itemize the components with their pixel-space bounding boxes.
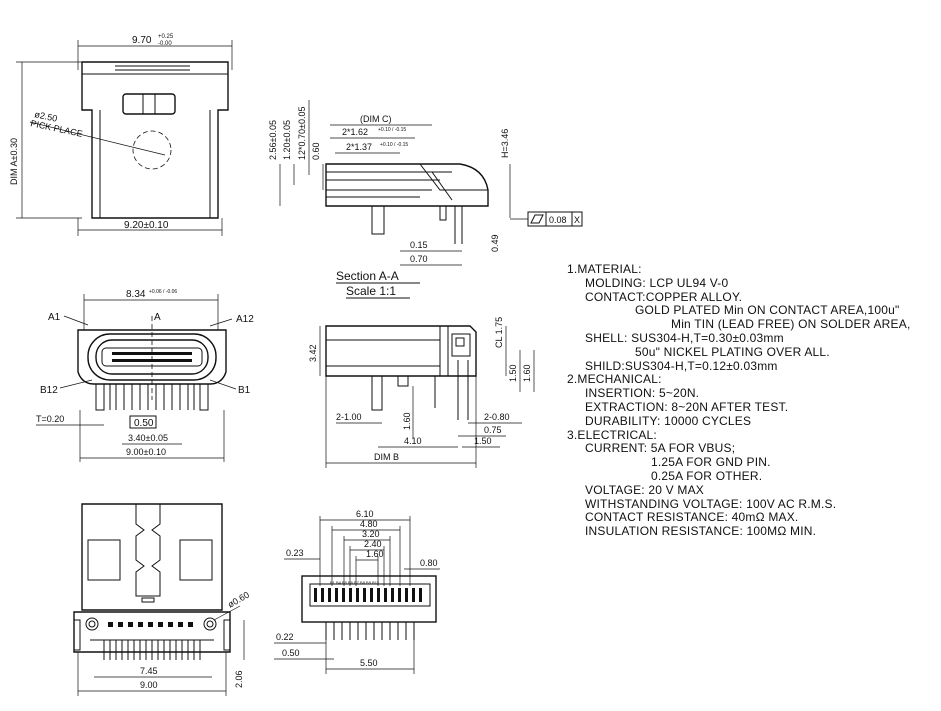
- section-label: Section A-A: [336, 269, 399, 283]
- spec-gnd: 1.25A FOR GND PIN.: [651, 455, 771, 470]
- spec-mech-title: 2.MECHANICAL:: [567, 372, 662, 387]
- top-bottom-dim: 9.20±0.10: [124, 220, 169, 231]
- front-pitch: 3.40±0.05: [128, 433, 168, 443]
- sec-r150: 1.50: [508, 364, 518, 382]
- sec-r280: 2-0.80: [484, 412, 510, 422]
- spec-withstand: WITHSTANDING VOLTAGE: 100V AC R.M.S.: [585, 496, 837, 511]
- sec-d410: 4.10: [404, 436, 422, 446]
- top-view: 9.70 +0.25 -0.00 ø2.50 PICK PLACE DIM A±…: [9, 34, 233, 236]
- sec-m160: 1.60: [402, 412, 412, 430]
- bottom-w900: 9.00: [140, 680, 158, 690]
- bottom-view: ø0.60 7.45 9.00 2.06: [73, 503, 251, 696]
- side-v1: 2.56±0.05: [268, 120, 278, 160]
- top-width-dim: 9.70: [132, 35, 152, 46]
- side-d2-tol: +0.10 / -0.15: [380, 142, 408, 148]
- front-box: 0.50: [134, 418, 154, 429]
- sec-l2: 2-1.00: [336, 412, 362, 422]
- bottom-w745: 7.45: [140, 666, 158, 676]
- spec-voltage: VOLTAGE: 20 V MAX: [585, 482, 704, 497]
- sec-r160: 1.60: [522, 364, 532, 382]
- front-view: 8.34 +0.06 / -0.06 A1 A A12 B12 B1 T=0.2: [36, 289, 254, 462]
- pick-dim: ø2.50: [34, 109, 59, 124]
- top-width-tol-plus: +0.25: [158, 34, 174, 40]
- fp-pins: B1 B4 B5 B6 B7 B8 B9 B12: [330, 580, 380, 585]
- sec-r075: 0.75: [484, 425, 502, 435]
- side-view: (DIM C) 2*1.62 +0.10 / -0.15 2*1.37 +0.1…: [268, 100, 583, 266]
- sec-h342: 3.42: [308, 344, 318, 362]
- fp-d050: 0.50: [282, 648, 300, 658]
- front-t: T=0.20: [36, 414, 64, 424]
- dim-c: (DIM C): [360, 114, 392, 124]
- dim-a: DIM A±0.30: [9, 138, 19, 185]
- spec-shild: SHILD:SUS304-H,T=0.12±0.03mm: [585, 358, 778, 373]
- section-view: 3.42 CL 1.75 1.50 1.60 2-1.00 1.60 2-0.8…: [308, 317, 535, 468]
- flat-ref: X: [574, 215, 580, 225]
- label-b12: B12: [40, 385, 58, 396]
- spec-gold: GOLD PLATED Min ON CONTACT AREA,100u": [635, 303, 900, 318]
- fp-d080: 0.80: [420, 558, 438, 568]
- label-b1: B1: [238, 385, 251, 396]
- spec-shell: SHELL: SUS304-H,T=0.30±0.03mm: [585, 330, 784, 345]
- front-width: 9.00±0.10: [126, 447, 166, 457]
- label-a1: A1: [48, 312, 61, 323]
- sec-d150: 1.50: [474, 436, 492, 446]
- sec-dimb: DIM B: [374, 452, 399, 462]
- front-top-tol: +0.06 / -0.06: [149, 289, 177, 295]
- side-v3: 0.60: [311, 142, 321, 160]
- bottom-h206: 2.06: [234, 670, 244, 688]
- fp-d023: 0.23: [286, 548, 304, 558]
- scale-label: Scale 1:1: [346, 284, 396, 298]
- side-d1: 2*1.62: [342, 127, 368, 137]
- label-a: A: [154, 312, 161, 323]
- spec-durability: DURABILITY: 10000 CYCLES: [585, 413, 752, 428]
- spec-insertion: INSERTION: 5~20N.: [585, 386, 700, 401]
- spec-tin: Min TIN (LEAD FREE) ON SOLDER AREA,: [671, 317, 911, 332]
- spec-other: 0.25A FOR OTHER.: [651, 468, 763, 483]
- side-v4: 12*0.70±0.05: [297, 107, 307, 161]
- spec-extraction: EXTRACTION: 8~20N AFTER TEST.: [585, 399, 789, 414]
- fp-d550: 5.50: [360, 658, 378, 668]
- fp-d160: 1.60: [366, 549, 384, 559]
- spec-elec-title: 3.ELECTRICAL:: [567, 427, 657, 442]
- side-b1: 0.15: [410, 240, 428, 250]
- spec-contact-res: CONTACT RESISTANCE: 40mΩ MAX.: [585, 510, 799, 525]
- spec-contact: CONTACT:COPPER ALLOY.: [585, 289, 743, 304]
- side-d1-tol: +0.10 / -0.15: [378, 127, 406, 133]
- sec-cl: CL 1.75: [494, 317, 504, 348]
- spec-insulation: INSULATION RESISTANCE: 100MΩ MIN.: [585, 524, 817, 539]
- flat-value: 0.08: [549, 215, 567, 225]
- side-b3: 0.49: [490, 234, 500, 252]
- fp-d480: 4.80: [360, 519, 378, 529]
- label-a12: A12: [236, 314, 254, 325]
- top-width-tol-minus: -0.00: [158, 41, 172, 47]
- spec-material-title: 1.MATERIAL:: [567, 262, 642, 276]
- side-v2: 1.20±0.05: [282, 120, 292, 160]
- spec-molding: MOLDING: LCP UL94 V-0: [585, 275, 729, 290]
- fp-d320: 3.20: [362, 529, 380, 539]
- side-b2: 0.70: [410, 254, 428, 264]
- side-h: H=3.46: [500, 129, 510, 158]
- spec-notes: 1.MATERIAL: MOLDING: LCP UL94 V-0 CONTAC…: [567, 262, 937, 539]
- section-title: Section A-A Scale 1:1: [336, 269, 420, 299]
- spec-nickel: 50u" NICKEL PLATING OVER ALL.: [635, 344, 830, 359]
- front-top-dim: 8.34: [126, 289, 146, 300]
- spec-current: CURRENT: 5A FOR VBUS;: [585, 441, 736, 456]
- fp-d022: 0.22: [276, 632, 294, 642]
- side-d2: 2*1.37: [346, 142, 372, 152]
- footprint-view: 6.10 4.80 3.20 2.40 1.60 0.80 0.23: [274, 509, 440, 674]
- fp-d240: 2.40: [364, 539, 382, 549]
- fp-d610: 6.10: [356, 509, 374, 519]
